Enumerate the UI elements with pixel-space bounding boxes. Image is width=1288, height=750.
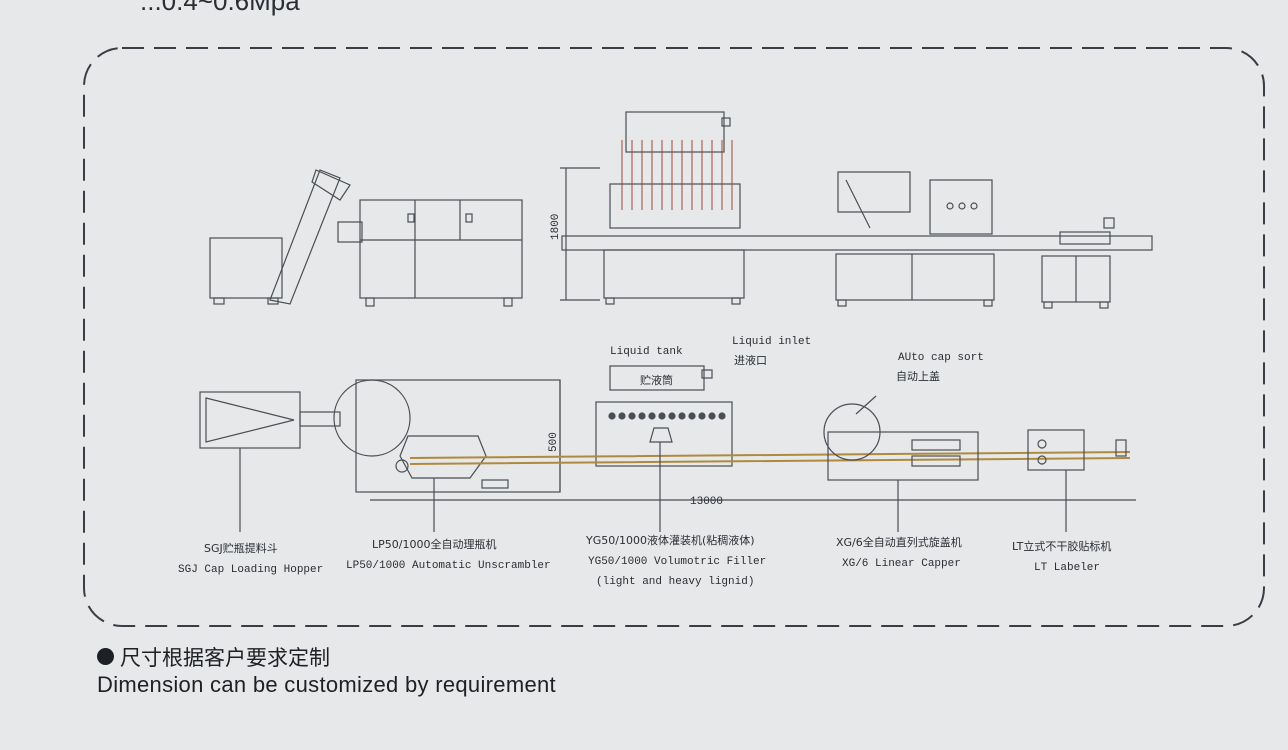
labeler-caption-cn: LT立式不干胶贴标机: [1012, 539, 1111, 553]
unscrambler-elevation: [337, 199, 523, 307]
liquid-tank-label-en: Liquid tank: [610, 346, 683, 358]
unscrambler-plan: [333, 379, 561, 493]
labeler-plan: [1027, 429, 1127, 471]
note-english: Dimension can be customized by requireme…: [97, 672, 556, 697]
width-dimension-label: 500: [548, 432, 560, 452]
liquid-inlet-label-en: Liquid inlet: [732, 336, 811, 348]
note-chinese: 尺寸根据客户要求定制: [120, 646, 330, 670]
unscrambler-caption-en: LP50/1000 Automatic Unscrambler: [346, 560, 551, 572]
auto-cap-label-en: AUto cap sort: [898, 352, 984, 364]
labeler-elevation: [1041, 217, 1115, 309]
filler-caption-en: YG50/1000 Volumotric Filler: [588, 556, 766, 568]
filler-elevation: [603, 111, 745, 305]
dashed-frame: [83, 47, 1265, 627]
plan-view: [199, 365, 1136, 532]
hopper-elevation: [209, 169, 351, 305]
labeler-caption-en: LT Labeler: [1034, 562, 1100, 574]
liquid-tank-label-cn: 贮液筒: [640, 373, 673, 387]
capper-caption-cn: XG/6全自动直列式旋盖机: [836, 535, 962, 549]
filler-caption-cn: YG50/1000液体灌装机(粘稠液体): [585, 533, 755, 547]
filler-caption-en2: (light and heavy lignid): [596, 576, 754, 588]
filler-plan: [595, 365, 733, 467]
leader-lines: [239, 395, 1067, 532]
bullet-icon: [97, 648, 114, 665]
conveyor-plan: [409, 451, 1131, 465]
hopper-caption-en: SGJ Cap Loading Hopper: [178, 564, 323, 576]
length-dimension-label: 13000: [690, 496, 723, 508]
liquid-inlet-label-cn: 进液口: [734, 353, 767, 367]
unscrambler-caption-cn: LP50/1000全自动理瓶机: [372, 537, 496, 551]
hopper-plan: [199, 391, 341, 449]
height-dimension-label: 1800: [550, 214, 562, 240]
height-dimension: [560, 167, 600, 301]
capper-plan: [823, 403, 979, 481]
hopper-caption-cn: SGJ贮瓶提料斗: [204, 541, 278, 555]
capper-caption-en: XG/6 Linear Capper: [842, 558, 961, 570]
capper-elevation: [835, 171, 995, 307]
elevation-view: [209, 111, 1153, 309]
auto-cap-label-cn: 自动上盖: [896, 369, 940, 383]
conveyor-elevation: [561, 235, 1153, 251]
cut-off-header-text: ...0.4~0.6Mpa: [140, 0, 300, 16]
